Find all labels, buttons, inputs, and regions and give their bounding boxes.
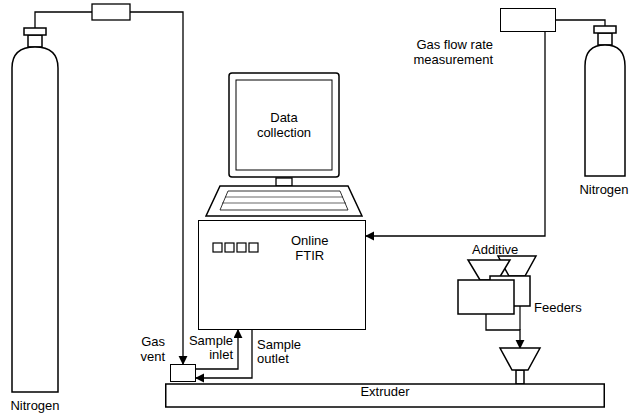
pressure-regulator [92, 4, 130, 20]
gas-vent-label: Gas vent [129, 334, 165, 364]
feeder: Feeders [458, 276, 530, 314]
flow-meter: Gas flow rate measurement [500, 8, 556, 32]
monitor-stand [276, 178, 292, 186]
computer-screen: Data collection [228, 72, 340, 178]
ftir-analyzer: Online FTIR [198, 220, 366, 330]
gas-cylinder: Nitrogen [585, 26, 625, 176]
edge-label: Sample inlet [188, 334, 234, 362]
computer-screen-label: Data collection [257, 110, 311, 140]
gas-cylinder: Nitrogen [12, 28, 58, 392]
flow-meter-label: Gas flow rate measurement [403, 37, 493, 67]
feeder-outline [458, 276, 530, 314]
edge-label: Sample outlet [256, 338, 302, 366]
connector [556, 20, 605, 26]
gas-cylinder-outline [12, 28, 58, 392]
connector [486, 314, 520, 348]
gas-vent: Gas vent [170, 364, 196, 382]
feed-line [519, 306, 520, 330]
additive-hopper-label: Additive [472, 242, 536, 257]
gas-cylinder-outline [585, 26, 625, 176]
connector [366, 32, 545, 236]
ftir-analyzer-outline [199, 221, 367, 331]
extruder-label: Extruder [165, 384, 605, 399]
keyboard-base [206, 186, 362, 216]
ftir-analyzer-label: Online FTIR [291, 233, 329, 263]
gas-cylinder-label: Nitrogen [575, 182, 633, 197]
keyboard-keys [220, 191, 348, 210]
keyboard-row [222, 203, 346, 204]
gas-cylinder-label: Nitrogen [6, 398, 64, 413]
feeder-label: Feeders [534, 300, 594, 315]
keyboard-row [225, 197, 343, 198]
